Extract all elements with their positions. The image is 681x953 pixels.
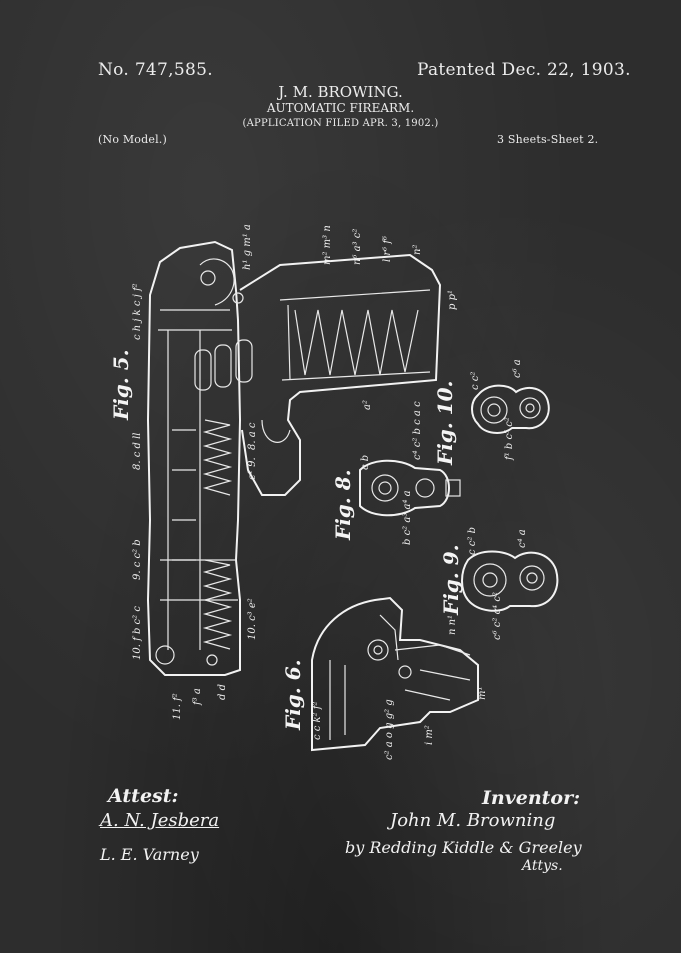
svg-text:c⁶ a: c⁶ a [512, 359, 523, 378]
attys-label: Attys. [522, 858, 563, 874]
svg-text:n²: n² [412, 245, 423, 255]
svg-text:c⁶ c² c⁴ c²: c⁶ c² c⁴ c² [492, 592, 503, 640]
fig5-label: Fig. 5. [109, 349, 133, 421]
svg-text:c h j k c j f²: c h j k c j f² [132, 283, 143, 340]
svg-text:f³ a: f³ a [192, 688, 203, 706]
svg-text:8. c d ll: 8. c d ll [132, 433, 143, 470]
attest-label: Attest: [108, 785, 179, 807]
svg-text:10. f b c² c: 10. f b c² c [132, 606, 143, 660]
sheet-count: 3 Sheets-Sheet 2. [497, 133, 599, 146]
svg-text:e¹ 9.: e¹ 9. [247, 457, 258, 480]
fig10-drawing: Fig. 10. c c² c⁶ a f¹ b c⁵ c² [433, 359, 550, 466]
svg-text:c⁴ a: c⁴ a [517, 529, 528, 548]
model-note: (No Model.) [98, 133, 167, 146]
svg-text:l r⁶ f⁶: l r⁶ f⁶ [382, 236, 393, 262]
svg-text:m¹: m¹ [477, 687, 488, 701]
witness-signature-1: A. N. Jesbera [100, 810, 220, 831]
svg-text:c⁴ c² b c a c: c⁴ c² b c a c [412, 401, 423, 460]
svg-text:9. c c² b: 9. c c² b [132, 539, 143, 580]
svg-text:m² m³ n: m² m³ n [322, 225, 333, 265]
svg-text:d d: d d [217, 684, 228, 700]
svg-text:c c² b: c c² b [467, 527, 478, 555]
fig8-label: Fig. 8. [331, 469, 355, 541]
patent-number: No. 747,585. [98, 60, 213, 80]
svg-text:a²: a² [362, 400, 373, 410]
fig6-label: Fig. 6. [281, 659, 305, 731]
fig8-drawing: Fig. 8. c b c⁴ c² b c a c b c² a³ a⁴ a [331, 401, 461, 545]
svg-text:c b: c b [360, 455, 371, 470]
inventor-signature: John M. Browning [390, 810, 556, 831]
svg-text:8. a c: 8. a c [247, 422, 258, 450]
svg-text:n⁶ a³ c²: n⁶ a³ c² [352, 229, 363, 265]
svg-text:f¹ b c⁵ c²: f¹ b c⁵ c² [504, 417, 515, 461]
fig5-pistol-drawing: Fig. 5. c h j k c j f² 8. c d ll 9. c c²… [109, 224, 458, 720]
svg-text:i m²: i m² [424, 725, 435, 745]
witness-signature-2: L. E. Varney [100, 845, 199, 864]
svg-text:c c k² f²: c c k² f² [312, 701, 323, 740]
fig9-label: Fig. 9. [439, 544, 463, 616]
svg-text:c² a o g g² g: c² a o g g² g [384, 699, 395, 760]
attorneys-signature: by Redding Kiddle & Greeley [345, 838, 582, 857]
inventor-label: Inventor: [482, 787, 581, 809]
patent-date: Patented Dec. 22, 1903. [417, 60, 631, 80]
svg-text:b c² a³ a⁴ a: b c² a³ a⁴ a [402, 490, 413, 545]
svg-text:p p¹: p p¹ [447, 290, 458, 310]
svg-text:n n¹: n n¹ [447, 615, 458, 635]
fig6-breech-drawing: Fig. 6. c c k² f² c² a o g g² g i m² n n… [281, 596, 488, 760]
svg-text:c c²: c c² [470, 372, 481, 390]
fig9-drawing: Fig. 9. c c² b c⁴ a c⁶ c² c⁴ c² [439, 527, 559, 640]
svg-text:11. f²: 11. f² [172, 693, 183, 720]
svg-text:h¹ g m¹ a: h¹ g m¹ a [242, 224, 253, 270]
patent-title: AUTOMATIC FIREARM. [266, 101, 415, 115]
fig10-label: Fig. 10. [433, 380, 457, 466]
inventor-heading: J. M. BROWING. [278, 83, 403, 101]
application-filed: (APPLICATION FILED APR. 3, 1902.) [242, 118, 439, 129]
svg-text:10. c³ e²: 10. c³ e² [247, 598, 258, 640]
